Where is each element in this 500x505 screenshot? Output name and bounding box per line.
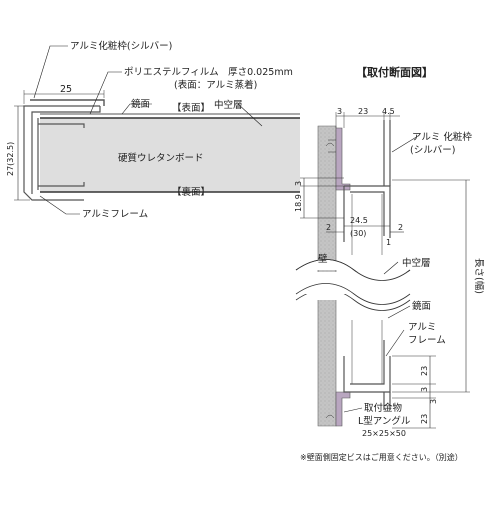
dim-23b: 23 (420, 414, 429, 424)
dim-top-45: 4.5 (382, 107, 395, 116)
bracket-label-2: L型アングル (358, 415, 411, 427)
frame-label-2: フレーム (408, 335, 446, 346)
frame-label: アルミフレーム (82, 209, 148, 220)
frame-cover-label: アルミ化粧枠(シルバー) (70, 40, 172, 52)
section-title: 【取付断面図】 (356, 65, 433, 79)
bottom-bracket (335, 391, 351, 427)
frame-cover (30, 99, 105, 106)
surface-label: 【表面】 (172, 102, 210, 114)
frame-label-1: アルミ (408, 322, 436, 333)
dim-3b: 3 (429, 399, 438, 404)
dim-top-23: 23 (358, 107, 368, 116)
mounting-section: 【取付断面図】 3 23 4.5 (294, 65, 485, 462)
dim-width: 25 (60, 84, 72, 95)
mirror-label: 鏡面 (131, 98, 150, 110)
cover-label-2: (シルバー) (410, 145, 455, 156)
bracket-label-1: 取付金物 (364, 402, 403, 414)
dim-1: 1 (386, 238, 391, 247)
footnote: ※壁面側固定ビスはご用意ください。（別途） (300, 452, 463, 462)
bracket-label-3: 25×25×50 (362, 429, 406, 438)
hollow-label: 中空層 (214, 99, 243, 111)
dim-2a: 2 (326, 223, 331, 232)
top-bracket (335, 127, 351, 191)
back-label: 【裏面】 (172, 186, 210, 198)
dim-height: 27(32.5) (6, 142, 15, 176)
length-label: 長さ(幅) (473, 258, 485, 294)
urethane-board (40, 118, 300, 192)
bottom-frame (343, 340, 391, 393)
dim-3: 3 (294, 181, 303, 186)
dim-23a: 23 (420, 366, 429, 376)
dim-2b: 2 (398, 223, 403, 232)
dim-30: (30) (350, 229, 366, 238)
film-label: ポリエステルフィルム 厚さ0.025mm (124, 67, 293, 78)
wall-label: 壁 (318, 253, 328, 265)
dim-18-9: 18.9 (294, 194, 303, 212)
panel-section: 25 27(32.5) アルミ化粧枠(シルバー) ポリエステルフィルム 厚さ0.… (6, 40, 300, 220)
film-sub-label: (表面：アルミ蒸着) (174, 79, 257, 91)
dim-3a: 3 (420, 387, 429, 392)
mirror-label-right: 鏡面 (412, 300, 431, 312)
dim-top-3: 3 (337, 107, 342, 116)
hollow-label-right: 中空層 (402, 257, 431, 269)
core-label: 硬質ウレタンボード (118, 152, 204, 164)
dim-24-5: 24.5 (350, 216, 368, 225)
cover-label-1: アルミ 化粧枠 (412, 131, 472, 143)
